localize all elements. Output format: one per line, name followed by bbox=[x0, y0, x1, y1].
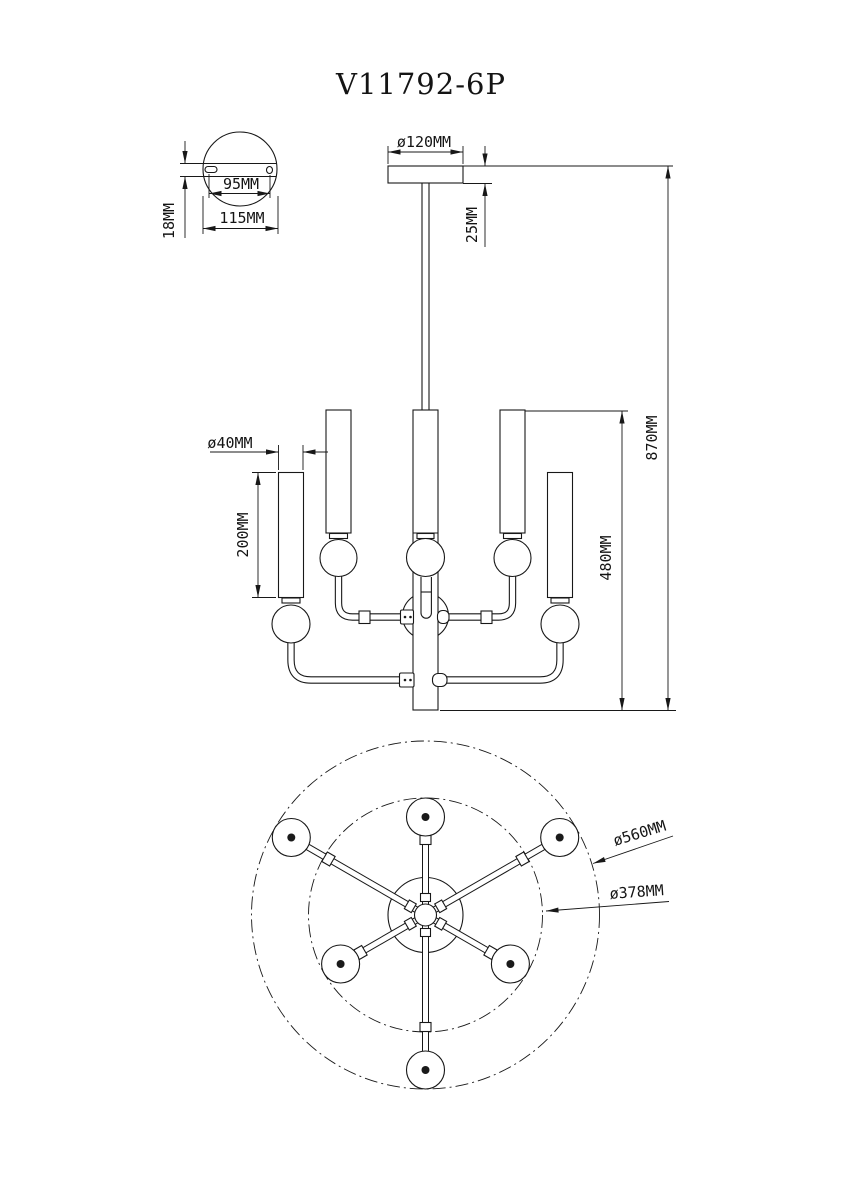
dim-40mm-label: ø40MM bbox=[207, 434, 252, 452]
lower-arms bbox=[287, 638, 564, 688]
dim-120mm-label: ø120MM bbox=[397, 133, 451, 151]
far-left-lamp bbox=[271, 471, 311, 644]
dim-canopy-height: 18MM bbox=[160, 141, 188, 239]
shade-neck bbox=[328, 532, 349, 540]
mount-round-hole bbox=[265, 165, 274, 175]
far-right-lamp bbox=[540, 471, 580, 644]
dim-canopy-thickness: 25MM bbox=[463, 146, 492, 247]
shade-neck bbox=[416, 532, 435, 540]
arm-plate bbox=[399, 609, 415, 625]
dim-outer-diameter: ø560MM bbox=[592, 817, 674, 864]
lamp-sphere bbox=[271, 604, 311, 644]
top-plan-view: ø560MM ø378MM bbox=[251, 740, 674, 1090]
dim-95mm-label: 95MM bbox=[223, 175, 259, 193]
arm-sleeve bbox=[480, 610, 493, 625]
dim-560mm-label: ø560MM bbox=[611, 817, 668, 850]
ceiling-canopy bbox=[387, 165, 464, 184]
lamp-sphere bbox=[540, 604, 580, 644]
tube-shade bbox=[546, 471, 574, 599]
dim-body-height: 480MM bbox=[525, 410, 628, 711]
upper-left-lamp bbox=[319, 409, 358, 578]
arm-plate bbox=[398, 672, 415, 688]
hub-plan-circle bbox=[413, 903, 438, 927]
center-lamp bbox=[405, 532, 446, 619]
dim-378mm-label: ø378MM bbox=[609, 881, 664, 903]
tube-shade bbox=[325, 409, 352, 534]
plan-lamp-balls bbox=[271, 797, 580, 1090]
front-elevation-view: ø120MM 25MM 870MM 480MM ø40MM bbox=[207, 133, 676, 711]
dim-canopy-width: 115MM bbox=[202, 196, 279, 234]
upper-right-lamp bbox=[493, 409, 532, 578]
tube-shade bbox=[277, 471, 305, 599]
dim-hole-spacing: 95MM bbox=[208, 174, 271, 198]
drawing-title: V11792-6P bbox=[335, 67, 506, 101]
lamp-sphere bbox=[405, 537, 446, 578]
dim-shade-length: 200MM bbox=[234, 472, 276, 598]
arm-sleeve bbox=[358, 610, 371, 625]
tube-shade bbox=[499, 409, 526, 534]
dim-canopy-diameter: ø120MM bbox=[387, 133, 464, 164]
dim-18mm-label: 18MM bbox=[160, 203, 178, 239]
canopy-detail-circle bbox=[202, 131, 278, 207]
canopy-detail-view: 18MM 95MM 115MM bbox=[160, 131, 279, 239]
mount-slot-hole bbox=[204, 165, 218, 174]
arm-sleeves bbox=[321, 834, 530, 1033]
lamp-sphere bbox=[319, 538, 358, 578]
dim-480mm-label: 480MM bbox=[597, 535, 615, 580]
outer-envelope-circle bbox=[251, 740, 600, 1090]
arm-cap bbox=[431, 672, 448, 688]
dim-arm-circle-diameter: ø378MM bbox=[545, 881, 670, 913]
dim-870mm-label: 870MM bbox=[643, 415, 661, 460]
column-slot bbox=[420, 577, 432, 619]
shade-neck bbox=[281, 597, 301, 604]
shade-neck bbox=[550, 597, 570, 604]
arm-cap bbox=[436, 609, 450, 625]
dim-shade-diameter: ø40MM bbox=[207, 434, 328, 470]
dim-25mm-label: 25MM bbox=[463, 207, 481, 243]
dim-200mm-label: 200MM bbox=[234, 512, 252, 557]
hub-connectors bbox=[403, 892, 448, 938]
dim-115mm-label: 115MM bbox=[219, 209, 264, 227]
shade-neck bbox=[502, 532, 523, 540]
inner-envelope-circle bbox=[308, 797, 543, 1033]
lamp-sphere bbox=[493, 538, 532, 578]
dim-overall-height: 870MM bbox=[440, 165, 676, 711]
upper-arms bbox=[334, 572, 517, 625]
